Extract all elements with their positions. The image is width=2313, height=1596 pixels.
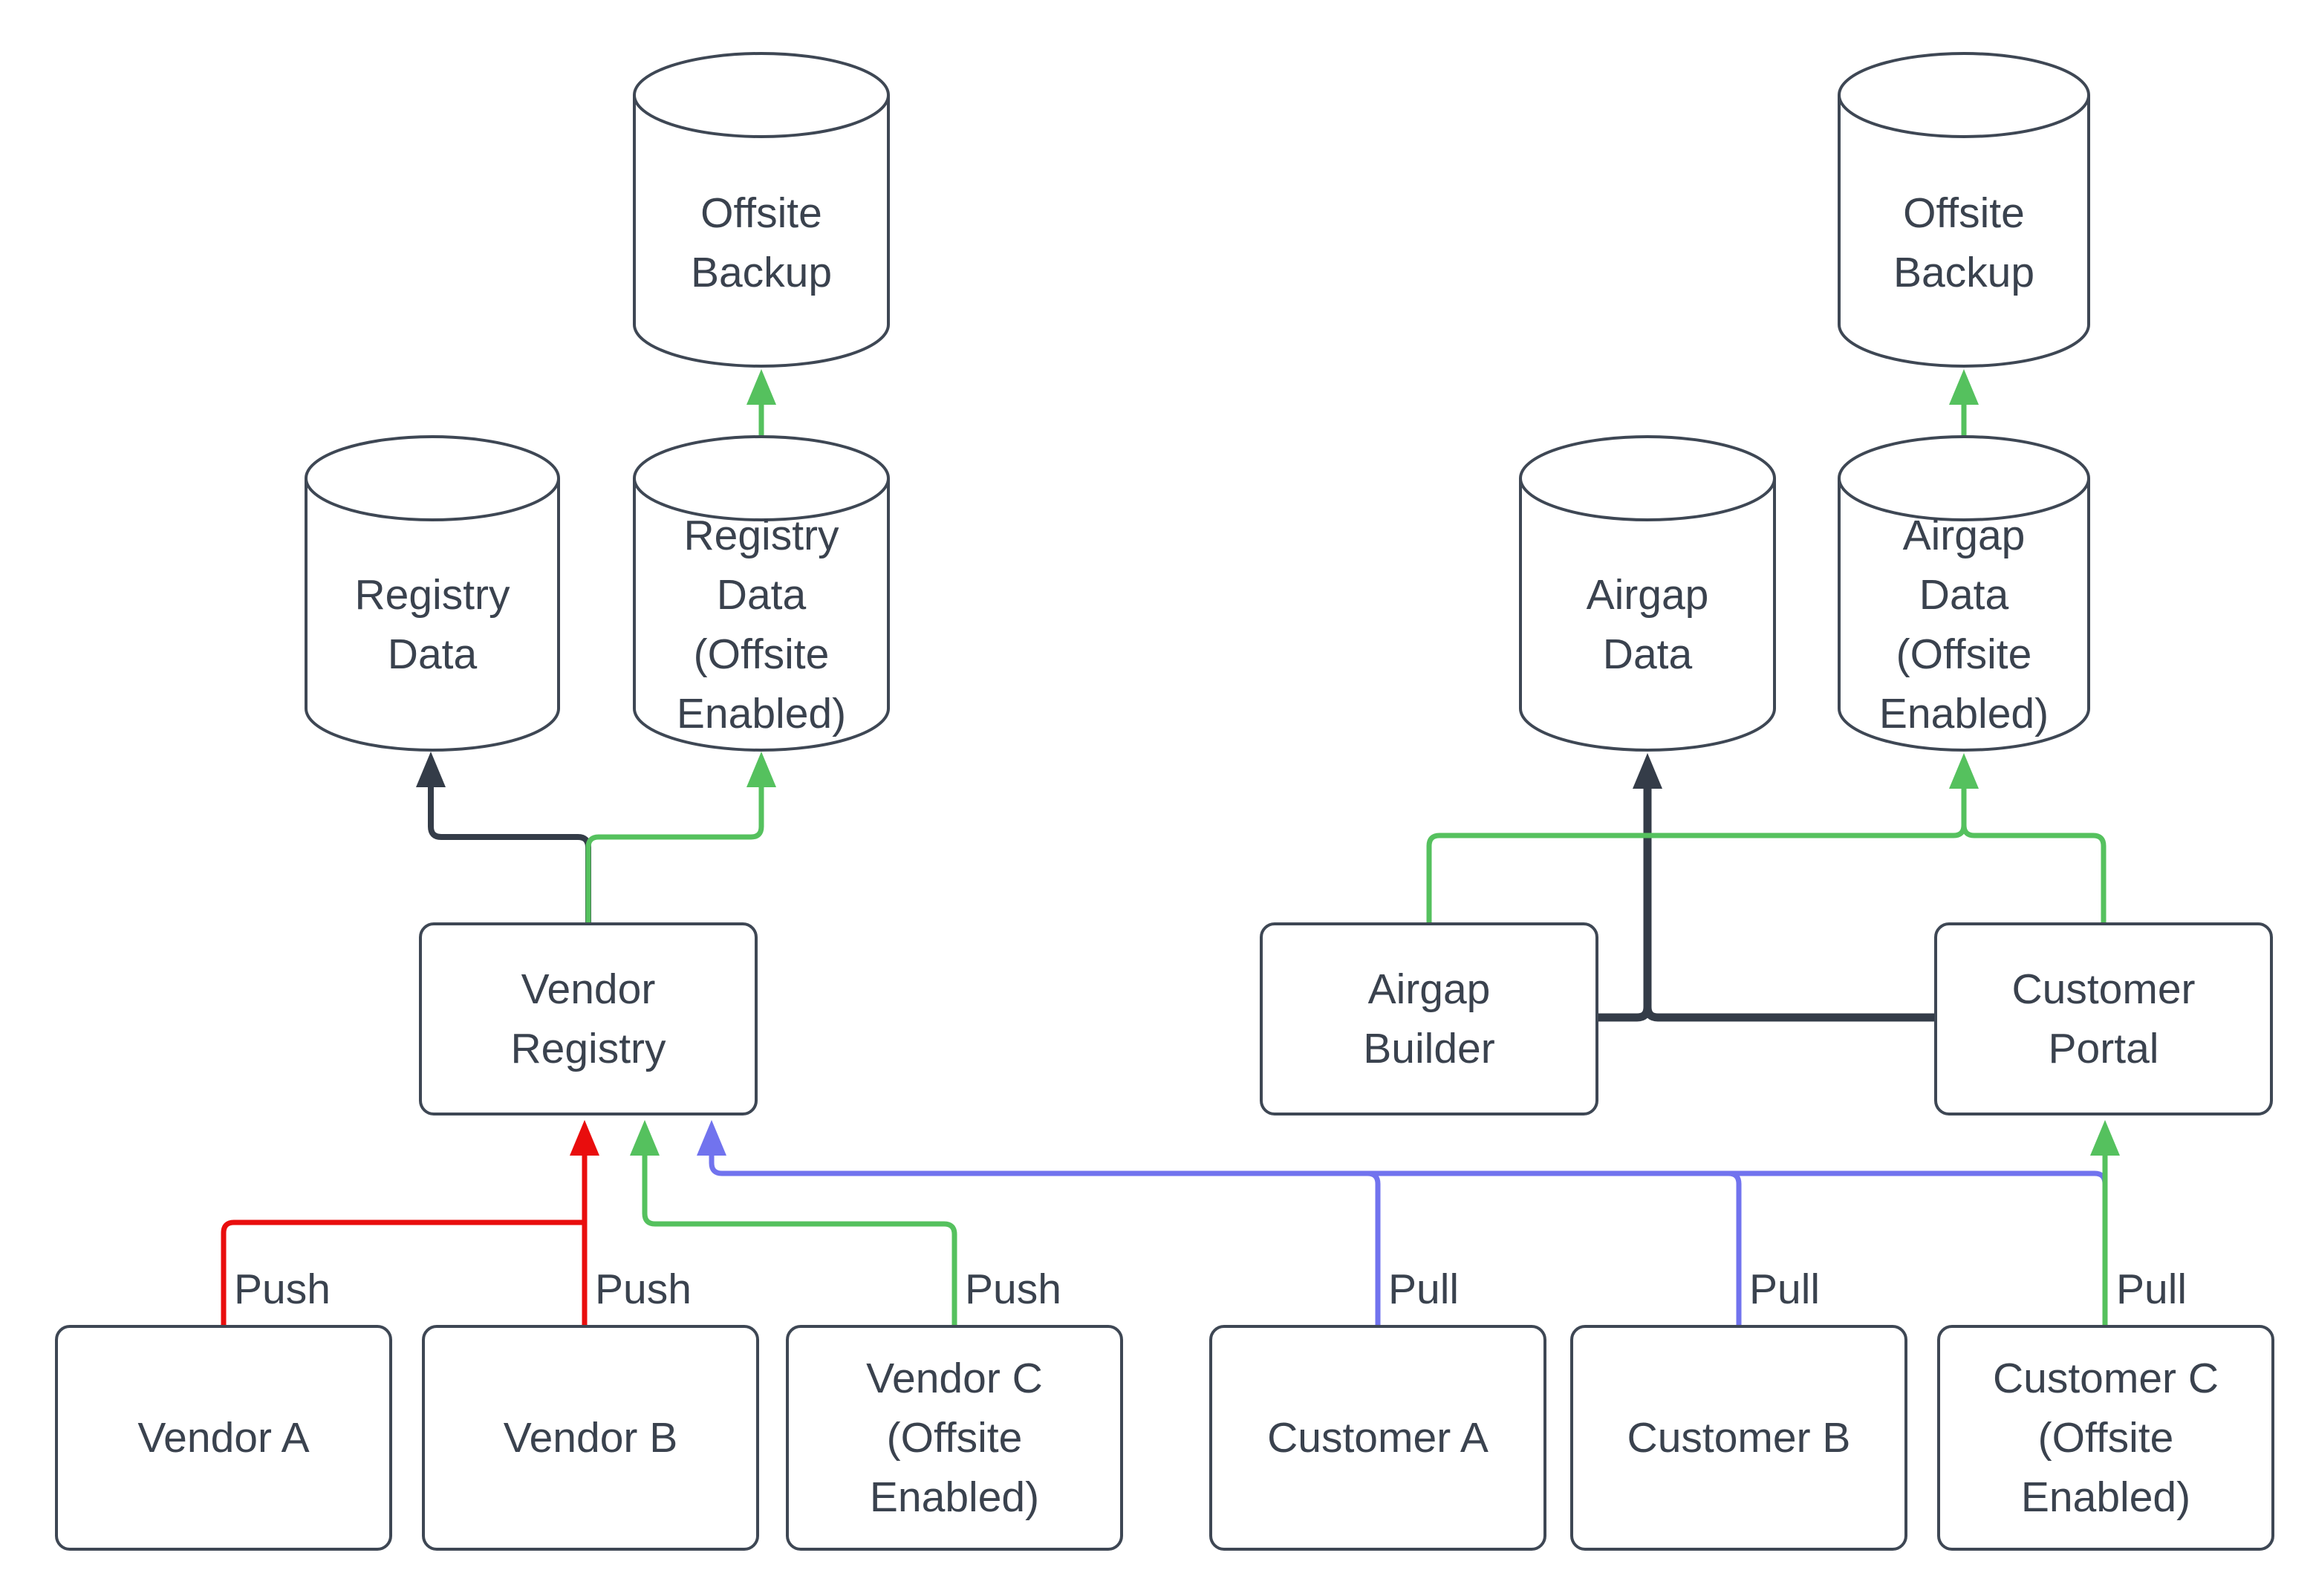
edge-customer-b-pull [743,1170,1742,1326]
edge-builder-to-airgap-offsite [1426,753,1979,924]
box-vendor-registry [419,922,758,1115]
box-airgap-builder [1260,922,1598,1115]
edge-label-push-vendor-b: Push [595,1266,692,1313]
cylinder-registry-data [305,435,560,752]
edge-builder-to-airgap-data [1597,753,1662,1022]
edge-label-pull-customer-c: Pull [2116,1266,2187,1313]
cylinder-registry-data-offsite [633,435,890,752]
box-vendor-c [786,1325,1123,1551]
edge-vendor-a-push [221,1219,585,1326]
box-customer-b [1570,1325,1907,1551]
edge-portal-to-airgap-data [1643,789,1936,1022]
edge-label-push-vendor-a: Push [234,1266,331,1313]
box-customer-portal [1934,922,2273,1115]
edge-label-pull-customer-a: Pull [1388,1266,1460,1313]
cylinder-airgap-data [1519,435,1776,752]
edge-portal-to-airgap-offsite [1961,789,2107,924]
cylinder-offsite-backup-right [1838,52,2090,368]
cylinder-airgap-data-offsite [1838,435,2090,752]
box-vendor-b [422,1325,759,1551]
box-customer-a [1209,1325,1546,1551]
box-vendor-a [55,1325,392,1551]
edge-vendor-c-push [630,1120,957,1326]
edge-registry-to-registry-data [416,752,591,924]
edge-label-pull-customer-b: Pull [1749,1266,1821,1313]
edge-label-push-vendor-c: Push [965,1266,1061,1313]
edge-registry-to-offsite-data [585,752,776,924]
box-customer-c [1937,1325,2274,1551]
cylinder-offsite-backup-left [633,52,890,368]
